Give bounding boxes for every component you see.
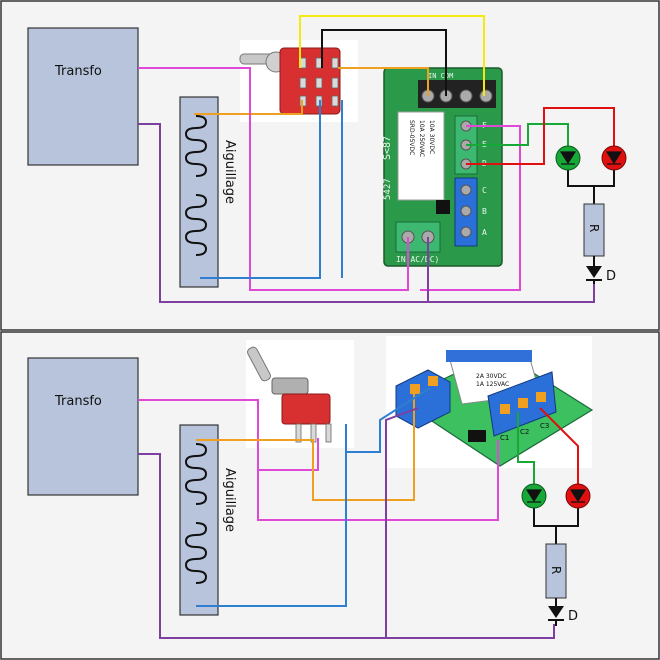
relay-1-text-2: 10A 30VDC	[428, 120, 435, 154]
relay-1-text-0: SRD-05VDC	[408, 120, 415, 155]
aiguillage-2-label: Aiguillage	[222, 468, 237, 532]
led-green-2	[521, 483, 547, 509]
diode-2-icon	[548, 606, 564, 618]
relay-board-2: 2A 30VDC 1A 125VAC C1 C2 C3	[386, 336, 594, 468]
switch-1-pins	[299, 57, 339, 107]
pcb-1-term-a: A	[482, 228, 487, 237]
transfo-2	[27, 357, 139, 496]
diode-1-icon	[586, 266, 602, 278]
diode-1-label: D	[606, 269, 616, 284]
coil-2a-icon	[184, 443, 208, 505]
pcb-1-brand: S<87	[382, 136, 393, 160]
resistor-1-label: R	[587, 224, 601, 232]
relay-2-top	[446, 350, 532, 362]
relay-1	[397, 111, 445, 201]
pcb-2-chip	[468, 430, 486, 442]
led-red-1	[601, 145, 627, 171]
pcb-1-code: 5427	[383, 178, 393, 200]
coil-1b-icon	[184, 194, 208, 256]
relay-2-text-1: 1A 125VAC	[476, 381, 509, 388]
panel-1: Transfo Aiguillage IN CO	[27, 15, 627, 303]
aiguillage-1	[179, 96, 219, 288]
pcb-1-top-label: IN COM	[428, 72, 453, 80]
pcb-1-chip	[436, 200, 450, 214]
led-red-2	[565, 483, 591, 509]
wires-1	[138, 15, 615, 303]
switch-2-nut	[271, 377, 309, 395]
switch-2-pins	[295, 423, 332, 443]
transfo-1-label: Transfo	[54, 64, 102, 79]
coil-2b-icon	[184, 522, 208, 584]
pcb-1-term-c: C	[482, 186, 487, 195]
relay-1-text-1: 10A 250VAC	[418, 120, 425, 157]
wires-2	[138, 387, 579, 639]
switch-2-lever	[247, 346, 271, 382]
aiguillage-2	[179, 424, 219, 616]
resistor-2-label: R	[549, 566, 563, 574]
pcb-2-term-c1: C1	[500, 434, 509, 442]
transfo-1	[27, 27, 139, 166]
pcb-1-term-b: B	[482, 207, 487, 216]
coil-1a-icon	[184, 115, 208, 177]
pcb-1-input-label: IN(AC/DC)	[396, 255, 439, 264]
switch-1-body	[279, 47, 341, 115]
toggle-switch-2	[246, 340, 354, 448]
panel-2: Transfo Aiguillage 2A 30VDC 1A 125VAC	[27, 336, 594, 639]
pcb-2-term-c3: C3	[540, 422, 549, 430]
relay-board-1: IN COM SRD-05VDC 10A 250VAC 10A 30VDC 54…	[382, 67, 503, 267]
aiguillage-1-label: Aiguillage	[222, 140, 237, 204]
switch-2-body	[281, 393, 331, 425]
led-green-1	[555, 145, 581, 171]
toggle-switch-1	[239, 40, 358, 122]
transfo-2-label: Transfo	[54, 394, 102, 409]
relay-2-text-0: 2A 30VDC	[476, 373, 506, 380]
diode-2-label: D	[568, 609, 578, 624]
pcb-2-term-c2: C2	[520, 428, 529, 436]
